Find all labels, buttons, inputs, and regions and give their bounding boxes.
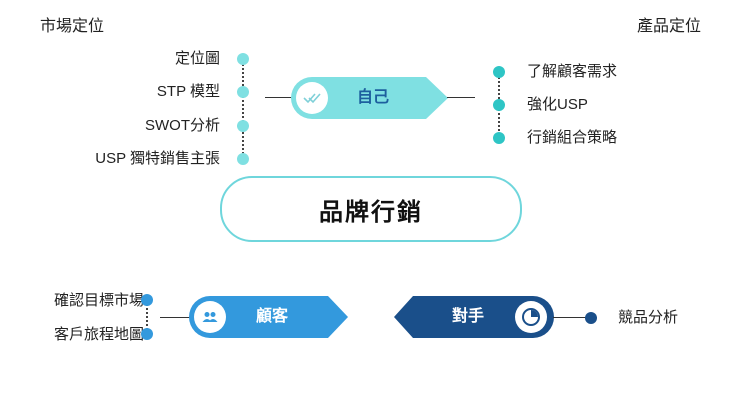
customer-label: 顧客 [256,308,289,325]
self-pill [291,77,448,119]
center-label: 品牌行銷 [319,198,423,226]
list-item-marketing-mix: 行銷組合策略 [527,129,618,146]
bullet-dot [493,66,505,78]
left-connector-line [242,60,244,158]
bullet-dot [493,132,505,144]
list-item-swot: SWOT分析 [145,117,220,134]
bullet-dot [237,86,249,98]
list-item-competitor-analysis: 競品分析 [618,309,679,326]
self-right-link [447,97,475,98]
list-item-target-market: 確認目標市場 [53,292,144,309]
brand-marketing-center: 品牌行銷 [220,176,522,242]
list-item-positioning-map: 定位圖 [174,50,220,67]
competitor-label: 對手 [452,308,485,325]
customer-connector-line [146,301,148,334]
competitor-link [553,317,589,318]
bullet-dot [585,312,597,324]
list-item-understand-needs: 了解顧客需求 [527,63,618,80]
pie-chart-icon [515,301,547,333]
list-item-strengthen-usp: 強化USP [527,96,588,113]
market-positioning-header: 市場定位 [40,18,105,35]
double-check-icon [296,82,328,114]
people-icon [194,301,226,333]
self-label: 自己 [357,89,390,106]
customer-link [160,317,190,318]
list-item-customer-journey: 客戶旅程地圖 [53,326,144,343]
list-item-usp: USP 獨特銷售主張 [95,150,220,167]
bullet-dot [237,53,249,65]
list-item-stp-model: STP 模型 [156,83,220,100]
product-positioning-header: 產品定位 [637,18,702,35]
bullet-dot [141,328,153,340]
customer-pill [189,296,348,338]
bullet-dot [237,153,249,165]
bullet-dot [237,120,249,132]
competitor-pill [394,296,554,338]
bullet-dot [493,99,505,111]
self-left-link [265,97,295,98]
bullet-dot [141,294,153,306]
